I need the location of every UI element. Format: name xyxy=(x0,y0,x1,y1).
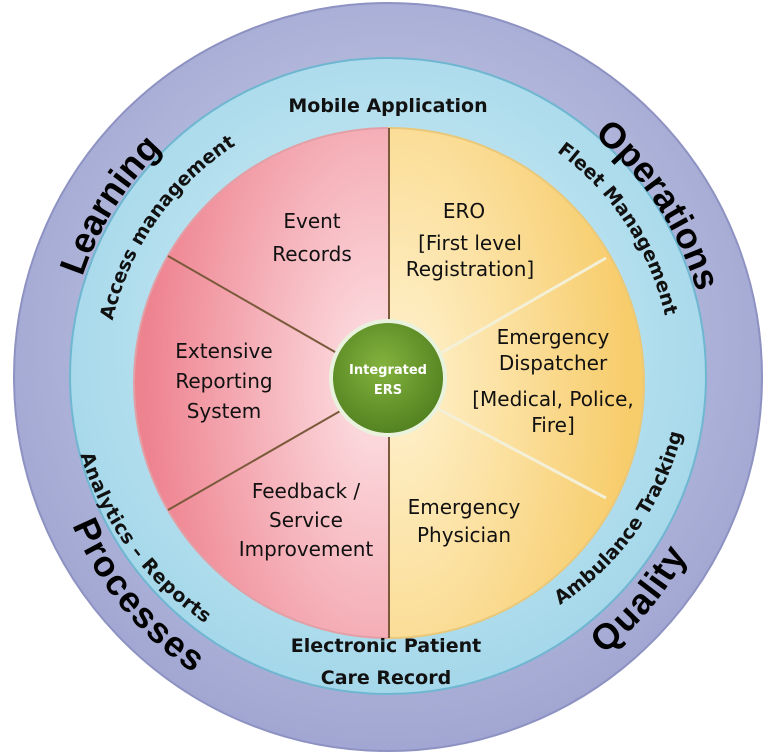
segment-extensive-reporting-line1: Extensive xyxy=(175,339,272,363)
center-label-line1: Integrated xyxy=(349,363,427,378)
segment-feedback-line3: Improvement xyxy=(239,537,374,561)
segment-feedback-line2: Service xyxy=(269,508,343,532)
mid-label-mobile-application: Mobile Application xyxy=(288,95,487,117)
segment-ero-line3: Registration] xyxy=(406,257,534,281)
segment-event-records-line1: Event xyxy=(283,209,340,233)
left-half xyxy=(133,126,390,640)
segment-feedback-line1: Feedback / xyxy=(252,479,361,503)
segment-dispatcher-line3: [Medical, Police, xyxy=(472,387,634,411)
segment-extensive-reporting-line3: System xyxy=(187,399,262,423)
center-circle xyxy=(329,319,447,437)
center-label-line2: ERS xyxy=(374,383,402,398)
segment-dispatcher-line4: Fire] xyxy=(531,413,575,437)
segment-physician-line1: Emergency xyxy=(408,495,521,519)
segment-dispatcher-line2: Dispatcher xyxy=(499,351,608,375)
segment-physician-line2: Physician xyxy=(417,523,511,547)
segment-event-records-line2: Records xyxy=(272,242,352,266)
mid-label-epcr-line1: Electronic Patient xyxy=(291,635,481,657)
segment-ero-line2: [First level xyxy=(418,231,522,255)
segment-extensive-reporting-line2: Reporting xyxy=(175,369,272,393)
segment-ero-line1: ERO xyxy=(443,199,485,223)
segment-dispatcher-line1: Emergency xyxy=(497,325,610,349)
right-half xyxy=(388,126,645,640)
mid-label-epcr-line2: Care Record xyxy=(321,667,451,689)
